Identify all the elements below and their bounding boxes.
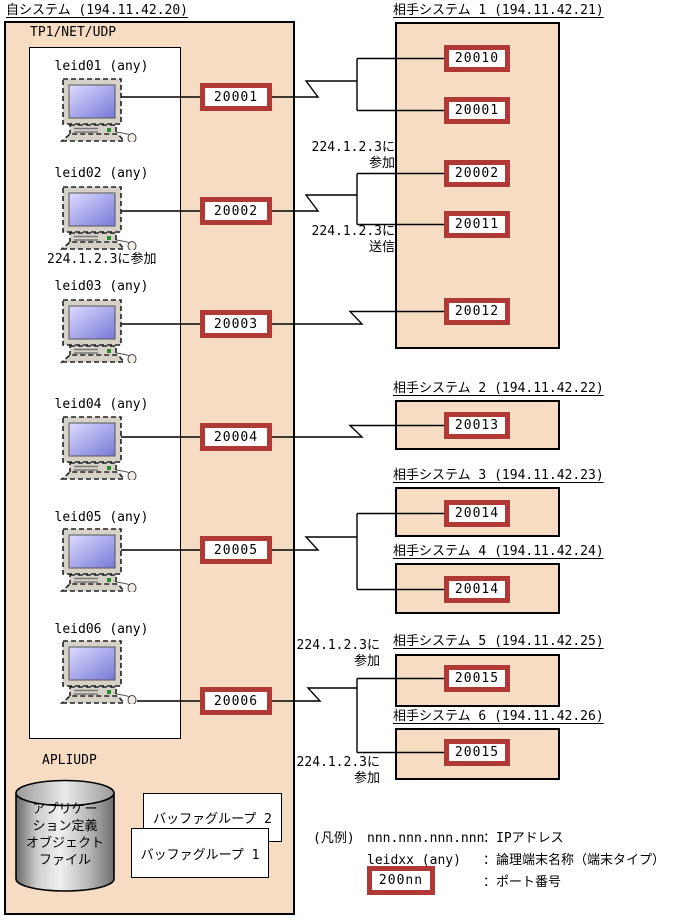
remote-system-2-title: 相手システム 2 (194.11.42.22) [393,381,604,396]
port-box-remote1-20002: 20002 [444,160,510,187]
legend-title: (凡例) [313,831,355,846]
multicast-note-join-remote5: 224.1.2.3に 参加 [296,638,380,669]
port-box-remote2-20013: 20013 [444,412,510,439]
port-box-remote1-20012: 20012 [444,298,510,325]
multicast-note-leid02: 224.1.2.3に参加 [47,252,157,267]
terminal-label-leid06: leid06 (any) [54,622,149,637]
computer-icon [61,640,137,704]
computer-icon [61,528,137,592]
remote-system-1-title: 相手システム 1 (194.11.42.21) [393,3,604,18]
remote-system-5-title: 相手システム 5 (194.11.42.25) [393,634,604,649]
middleware-label: TP1/NET/UDP [30,25,117,40]
computer-icon [61,299,137,363]
terminal-label-leid02: leid02 (any) [54,166,149,181]
terminals-box [29,47,181,739]
computer-icon [61,78,137,142]
port-box-local-20003: 20003 [200,310,272,338]
buffer-group-1-box: バッファグループ 1 [131,828,269,878]
multicast-note-send-remote1: 224.1.2.3に 送信 [311,224,395,255]
buffer-group-2-label: バッファグループ 2 [153,812,272,827]
computer-icon [61,416,137,480]
terminal-label-leid05: leid05 (any) [54,510,149,525]
port-box-remote1-20001: 20001 [444,97,510,124]
computer-icon [61,186,137,250]
remote-system-6-title: 相手システム 6 (194.11.42.26) [393,709,604,724]
legend-term-ip: nnn.nnn.nnn.nnn [367,831,485,846]
port-box-local-20006: 20006 [200,687,272,715]
legend-desc-ip: ：IPアドレス [483,831,564,846]
terminal-label-leid04: leid04 (any) [54,397,149,412]
own-system-title: 自システム (194.11.42.20) [6,3,189,18]
port-box-remote5-20015: 20015 [444,665,510,692]
multicast-note-join-remote1: 224.1.2.3に 参加 [311,140,395,171]
remote-system-6-box [395,728,560,780]
port-box-remote1-20010: 20010 [444,45,510,72]
port-box-remote6-20015: 20015 [444,739,510,766]
remote-system-3-title: 相手システム 3 (194.11.42.23) [393,468,604,483]
buffer-group-1-label: バッファグループ 1 [140,847,260,863]
port-box-remote3-20014: 20014 [444,500,510,527]
terminal-label-leid01: leid01 (any) [54,59,149,74]
legend-desc-port: ：ポート番号 [483,875,562,890]
definition-file-label: アプリケー ション定義 オブジェクト ファイル [25,802,104,868]
port-box-remote4-20014: 20014 [444,576,510,603]
apliudp-label: APLIUDP [42,753,97,768]
remote-system-4-title: 相手システム 4 (194.11.42.24) [393,544,604,559]
port-box-local-20002: 20002 [200,197,272,225]
legend-desc-leid: ：論理端末名称（端末タイプ） [483,853,666,868]
legend-term-leid: leidxx (any) [367,853,461,868]
port-box-local-20005: 20005 [200,536,272,564]
terminal-label-leid03: leid03 (any) [54,279,149,294]
port-box-local-20004: 20004 [200,423,272,451]
port-box-remote1-20011: 20011 [444,211,510,238]
multicast-note-join-remote6: 224.1.2.3に 参加 [296,755,380,786]
legend-port-box: 200nn [367,866,435,895]
port-box-local-20001: 20001 [200,83,272,111]
